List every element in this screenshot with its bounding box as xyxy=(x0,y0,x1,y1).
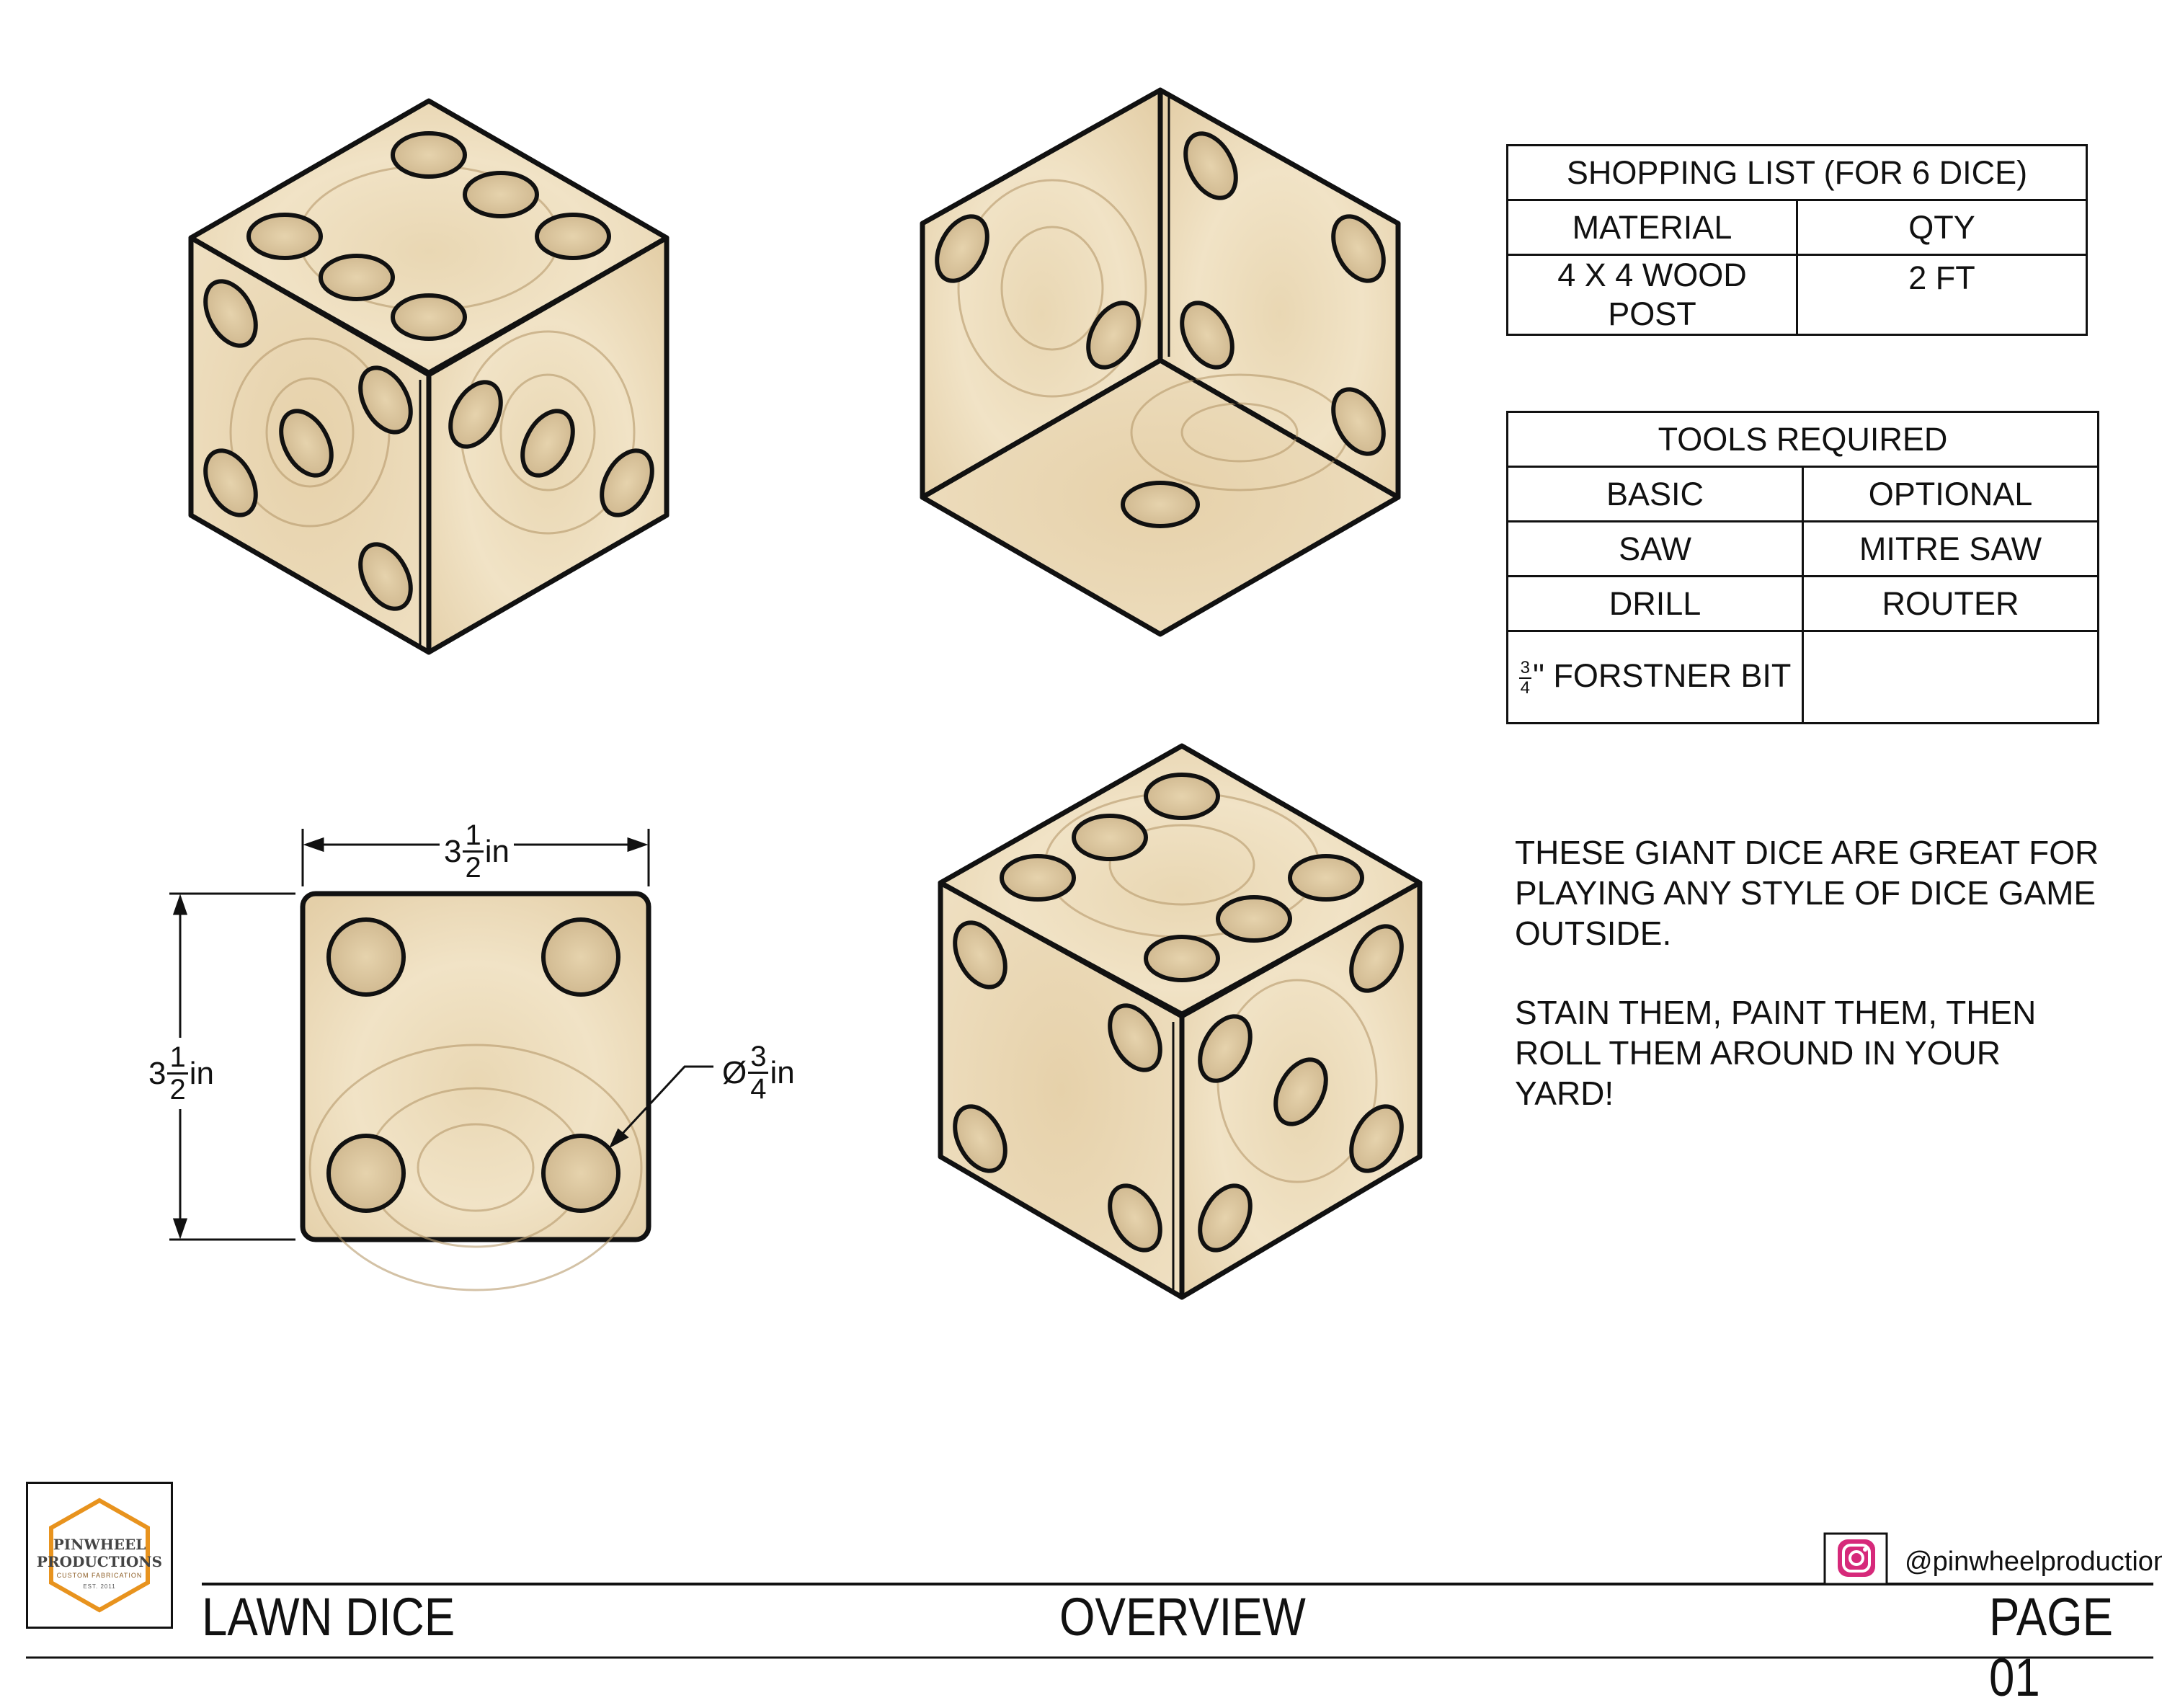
logo-line-1: PINWHEEL xyxy=(53,1536,146,1553)
shopping-list-table: SHOPPING LIST (FOR 6 DICE) MATERIAL QTY … xyxy=(1506,144,2088,336)
dim-width-unit: in xyxy=(484,833,510,869)
tools-cell-basic: DRILL xyxy=(1506,575,1804,632)
dimension-hole-diameter-label: Ø 3 4 in xyxy=(719,1041,798,1104)
dim-width-whole: 3 xyxy=(444,833,462,869)
dim-height-fraction: 1 2 xyxy=(167,1042,188,1106)
die3-pips xyxy=(326,917,620,1213)
drawing-title: LAWN DICE xyxy=(202,1587,455,1647)
logo-hexagon xyxy=(49,1498,150,1613)
shopping-cell-qty: 2 FT xyxy=(1796,254,2088,336)
logo-line-2: PRODUCTIONS xyxy=(36,1553,163,1570)
description-paragraph-1: THESE GIANT DICE ARE GREAT FOR PLAYING A… xyxy=(1515,834,2099,952)
die2-pips xyxy=(935,131,1386,528)
instagram-icon[interactable] xyxy=(1823,1532,1888,1585)
dim-diameter-symbol: Ø xyxy=(722,1054,747,1090)
dim-height-whole: 3 xyxy=(148,1055,166,1091)
shopping-cell-material: 4 X 4 WOOD POST xyxy=(1506,254,1798,336)
dim-height-unit: in xyxy=(189,1055,214,1091)
dim-height-numerator: 1 xyxy=(167,1042,188,1075)
shopping-list-title: SHOPPING LIST (FOR 6 DICE) xyxy=(1506,144,2088,201)
dim-diameter-unit: in xyxy=(770,1054,795,1090)
die4-top-pips xyxy=(1000,773,1364,982)
die1-top-pips xyxy=(246,131,611,341)
die4-left-pips xyxy=(953,920,1162,1253)
dice-iso-bottom-right xyxy=(938,743,1423,1300)
dim-diameter-fraction: 3 4 xyxy=(748,1041,769,1105)
logo-line-3: CUSTOM FABRICATION xyxy=(56,1572,143,1579)
tools-col-basic: BASIC xyxy=(1506,466,1804,522)
company-logo: PINWHEEL PRODUCTIONS CUSTOM FABRICATION … xyxy=(26,1482,173,1629)
dice-iso-top-left xyxy=(188,98,669,655)
logo-line-4: EST. 2011 xyxy=(83,1583,116,1590)
bit-label: " FORSTNER BIT xyxy=(1532,657,1792,694)
drawing-canvas xyxy=(26,87,2153,1659)
dim-width-denominator: 2 xyxy=(465,852,481,884)
tools-required-table: TOOLS REQUIRED BASIC OPTIONAL SAW MITRE … xyxy=(1506,411,2099,724)
tools-cell-optional: ROUTER xyxy=(1802,575,2099,632)
dim-diameter-numerator: 3 xyxy=(748,1041,769,1074)
tools-col-optional: OPTIONAL xyxy=(1802,466,2099,522)
bit-fraction-numerator: 3 xyxy=(1518,658,1531,680)
tools-title: TOOLS REQUIRED xyxy=(1506,411,2099,468)
dice-iso-top-right xyxy=(920,87,1401,637)
die1-left-pips xyxy=(203,279,413,611)
tools-cell-basic: SAW xyxy=(1506,520,1804,577)
bit-size-fraction: 3 4 xyxy=(1518,658,1531,698)
dice-front-view xyxy=(169,829,713,1291)
tools-cell-forstner-bit: 3 4 " FORSTNER BIT xyxy=(1506,630,1804,724)
shopping-col-qty: QTY xyxy=(1796,199,2088,256)
tools-cell-optional: MITRE SAW xyxy=(1802,520,2099,577)
description-paragraph-2: STAIN THEM, PAINT THEM, THEN ROLL THEM A… xyxy=(1515,994,2037,1112)
dim-diameter-denominator: 4 xyxy=(750,1073,767,1105)
tools-cell-empty xyxy=(1802,630,2099,724)
sheet-name: OVERVIEW xyxy=(1059,1587,1306,1647)
die1-right-pips xyxy=(448,380,654,517)
dim-width-fraction: 1 2 xyxy=(463,820,484,884)
dimension-width-label: 3 1 2 in xyxy=(440,820,514,883)
instagram-handle[interactable]: @pinwheelproduction xyxy=(1905,1547,2162,1577)
die4-right-pips xyxy=(1198,924,1404,1253)
shopping-col-material: MATERIAL xyxy=(1506,199,1798,256)
dimension-height-label: 3 1 2 in xyxy=(147,1038,215,1109)
page-number: PAGE 01 xyxy=(1989,1587,2114,1707)
dim-height-denominator: 2 xyxy=(169,1074,186,1106)
dimension-lines xyxy=(169,829,713,1241)
dim-width-numerator: 1 xyxy=(463,820,484,853)
bit-fraction-denominator: 4 xyxy=(1520,678,1530,698)
